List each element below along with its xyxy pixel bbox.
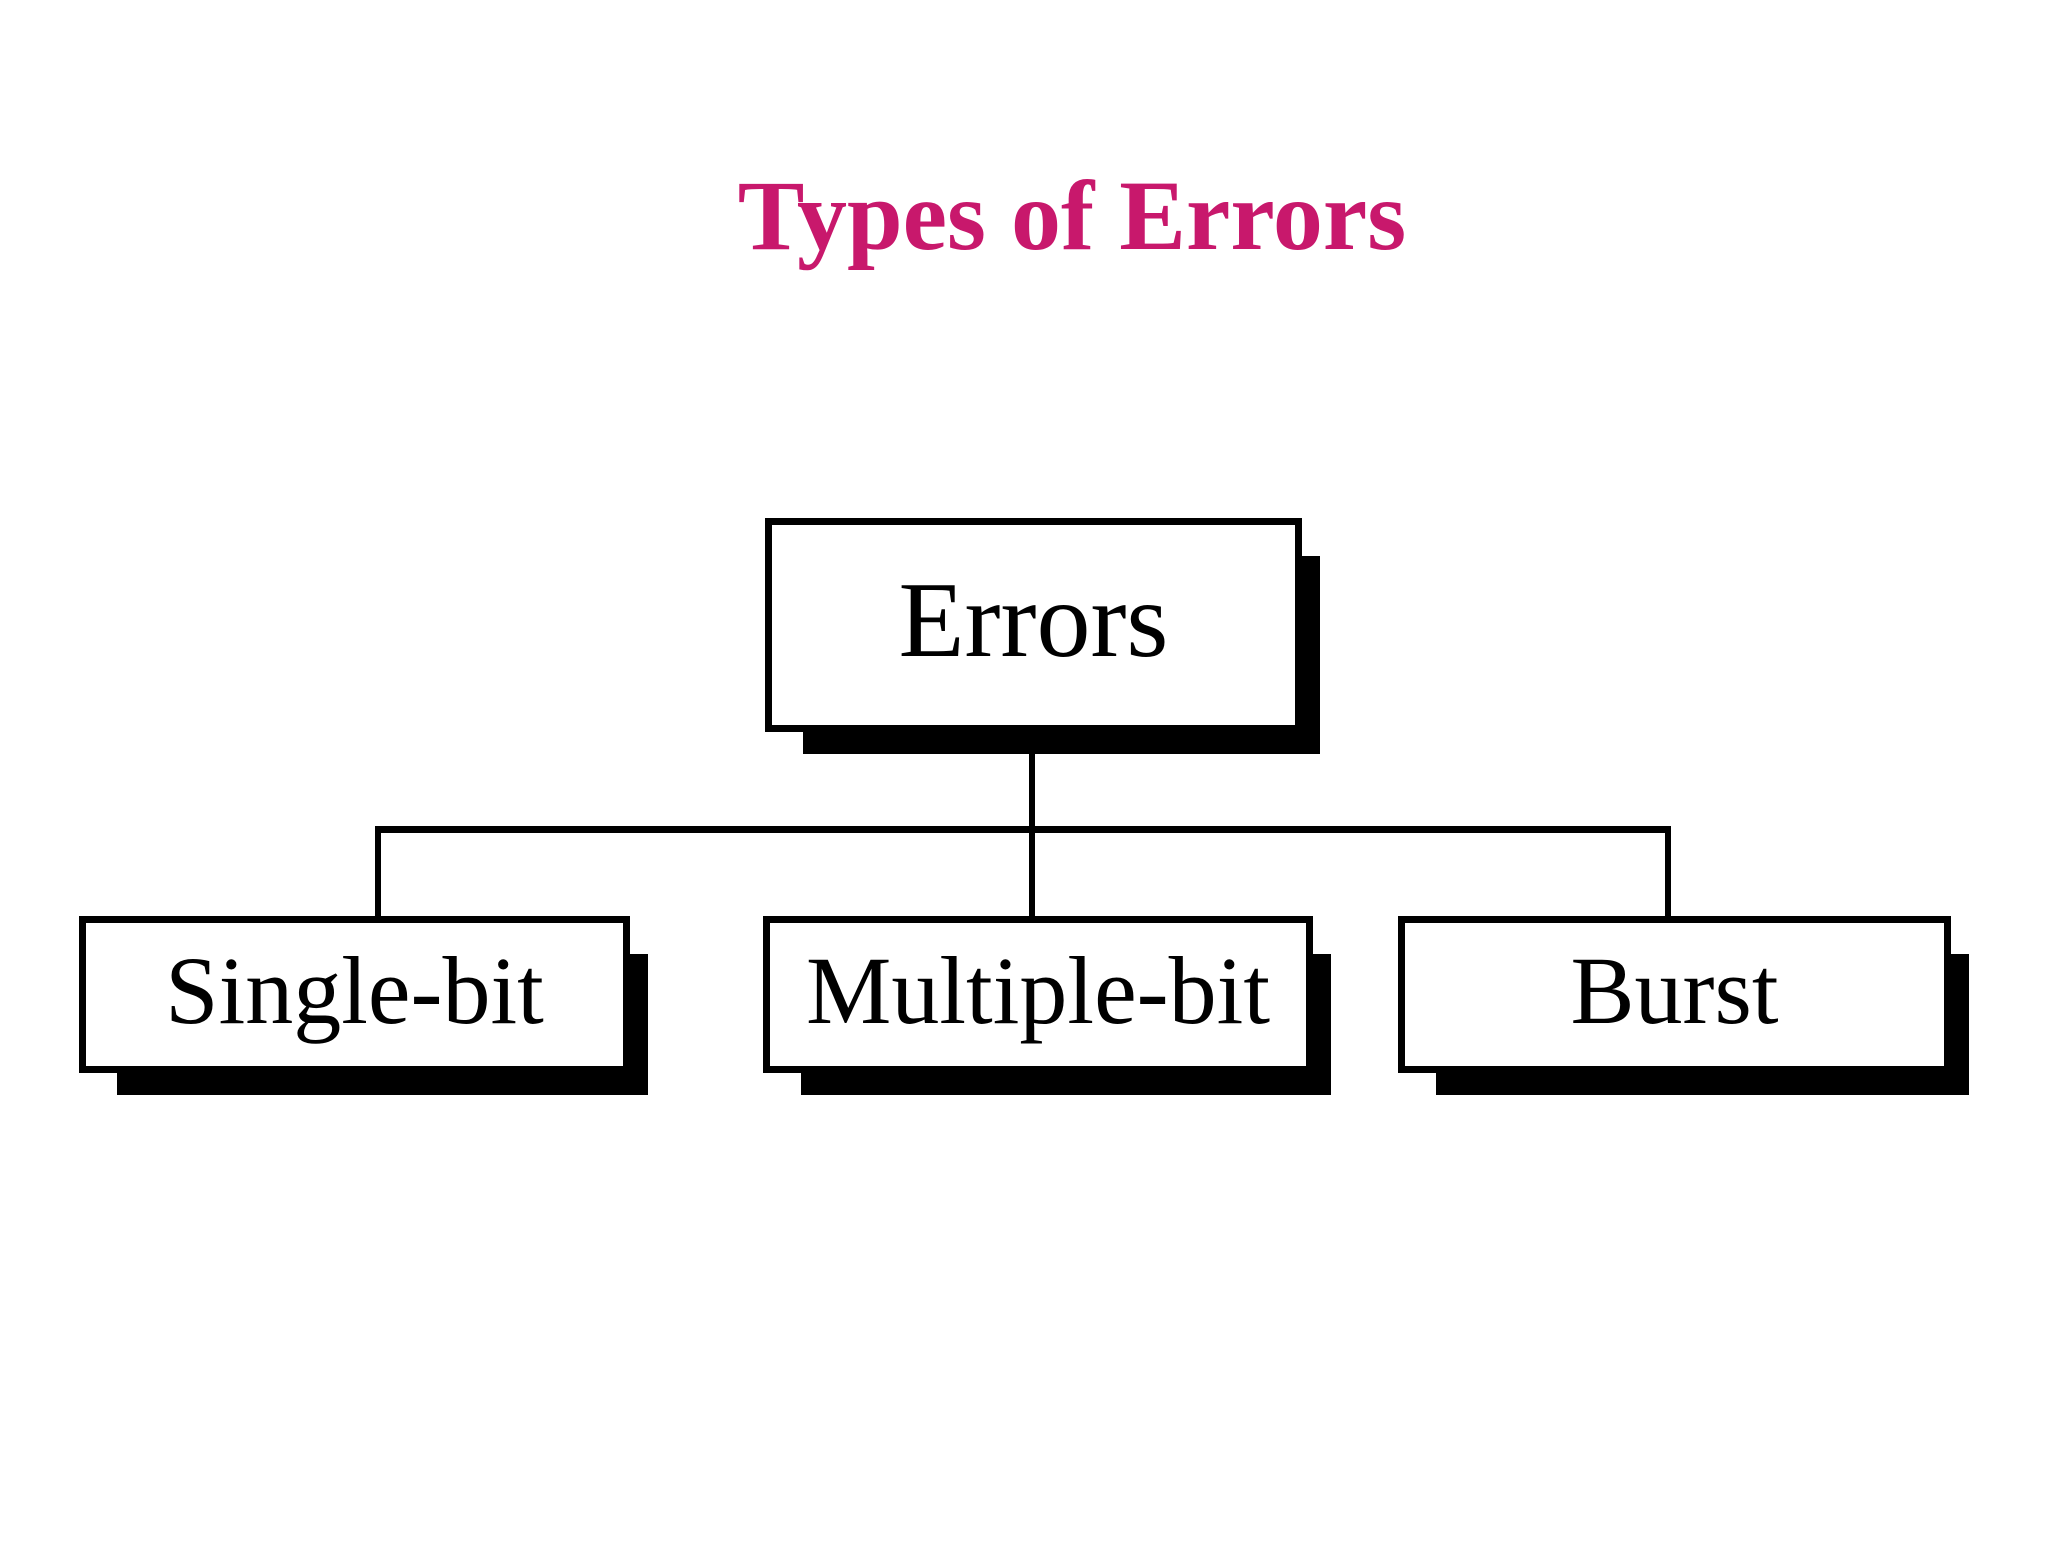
connector-drop-single-bit: [375, 826, 381, 923]
slide-title: Types of Errors: [737, 160, 1407, 271]
node-burst: Burst: [1398, 916, 1969, 1095]
node-multiple-bit-label: Multiple-bit: [806, 936, 1270, 1044]
connector-root-stem: [1029, 730, 1035, 833]
node-burst-label: Burst: [1570, 936, 1779, 1044]
node-errors-face: Errors: [765, 518, 1302, 732]
node-errors-label: Errors: [898, 561, 1169, 680]
node-errors: Errors: [765, 518, 1320, 754]
node-multiple-bit: Multiple-bit: [763, 916, 1331, 1095]
node-single-bit-label: Single-bit: [165, 936, 544, 1044]
node-single-bit: Single-bit: [79, 916, 648, 1095]
node-multiple-bit-face: Multiple-bit: [763, 916, 1313, 1073]
node-single-bit-face: Single-bit: [79, 916, 630, 1073]
connector-horizontal: [375, 826, 1671, 833]
connector-drop-multiple-bit: [1029, 826, 1035, 923]
node-burst-face: Burst: [1398, 916, 1951, 1073]
connector-drop-burst: [1665, 826, 1671, 923]
